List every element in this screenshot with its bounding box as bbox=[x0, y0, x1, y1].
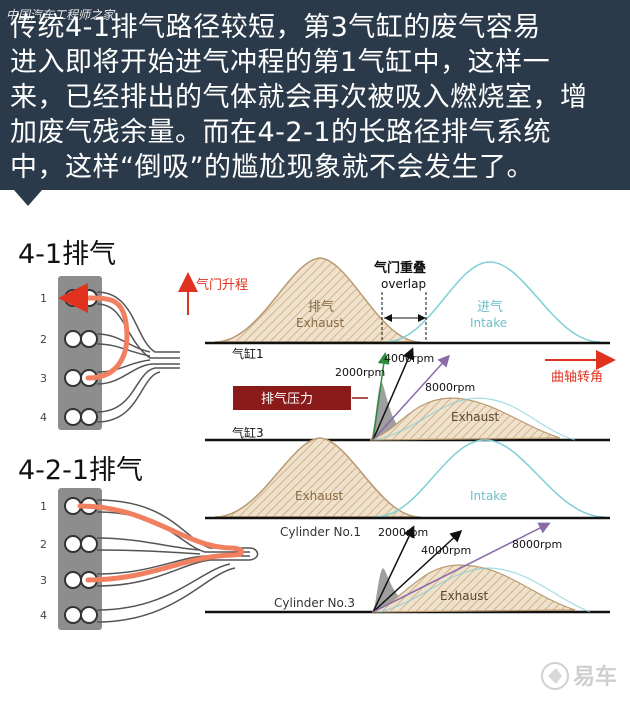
caption-line-2: 进入即将开始进气冲程的第1气缸中，这样一 bbox=[10, 47, 551, 78]
rpm-2000-bottom: 2000rpm bbox=[378, 526, 428, 539]
cyl-num-2-bottom: 2 bbox=[40, 538, 47, 551]
pressure-label: 排气压力 bbox=[261, 391, 313, 407]
pressure-spike-bottom bbox=[372, 568, 415, 612]
rpm-4000-bottom: 4000rpm bbox=[421, 544, 471, 557]
cyl1-label-bottom: Cylinder No.1 bbox=[280, 525, 361, 539]
cyl-num-1-bottom: 1 bbox=[40, 500, 47, 513]
exhaust-label-cn-top: 排气 bbox=[308, 299, 334, 315]
logo-text: 易车 bbox=[573, 664, 617, 690]
caption-line-1: 传统4-1排气路径较短，第3气缸的废气容易 bbox=[10, 12, 541, 43]
exhaust-label-bottom-lower: Exhaust bbox=[440, 589, 489, 603]
caption-line-3: 来，已经排出的气体就会再次被吸入燃烧室，增 bbox=[10, 82, 588, 113]
pressure-label-box bbox=[233, 386, 351, 410]
cyl-num-4-bottom: 4 bbox=[40, 609, 47, 622]
cyl1-label-top: 气缸1 bbox=[232, 346, 264, 361]
overlap-label-en: overlap bbox=[381, 277, 426, 291]
section-title-4-2-1: 4-2-1排气 bbox=[18, 455, 144, 486]
cyl-num-4-top: 4 bbox=[40, 411, 47, 424]
section-title-4-1: 4-1排气 bbox=[18, 239, 117, 270]
intake-lift-curve-bottom bbox=[374, 439, 606, 518]
rpm-2000-top: 2000rpm bbox=[335, 366, 385, 379]
yiche-logo: 易车 bbox=[541, 662, 617, 690]
crank-angle-label: 曲轴转角 bbox=[551, 370, 603, 385]
site-watermark: 中国汽车工程师之家 bbox=[6, 8, 115, 22]
engine-block-4-1 bbox=[58, 276, 180, 430]
exhaust-pulse-top bbox=[369, 397, 561, 441]
cyl3-label-bottom: Cylinder No.3 bbox=[274, 596, 355, 610]
overlap-label-cn: 气门重叠 bbox=[374, 260, 426, 276]
rpm-8000-top: 8000rpm bbox=[425, 381, 475, 394]
intake-label-en-top: Intake bbox=[470, 316, 507, 330]
exhaust-label-en-top: Exhaust bbox=[296, 316, 345, 330]
exhaust-lift-curve bbox=[214, 257, 421, 343]
caption-line-4: 加废气残余量。而在4-2-1的长路径排气系统 bbox=[10, 117, 552, 148]
bottom-valve-chart bbox=[205, 437, 610, 614]
caption-banner: 中国汽车工程师之家 传统4-1排气路径较短，第3气缸的废气容易 进入即将开始进气… bbox=[0, 0, 630, 190]
cyl-num-3-top: 3 bbox=[40, 372, 47, 385]
rpm-8000-bottom: 8000rpm bbox=[512, 538, 562, 551]
exhaust-pulse-bottom bbox=[371, 564, 576, 613]
cyl3-label-top: 气缸3 bbox=[232, 425, 264, 440]
intake-label-en-bottom: Intake bbox=[470, 489, 507, 503]
cyl-num-2-top: 2 bbox=[40, 333, 47, 346]
caption-line-5: 中，这样“倒吸”的尴尬现象就不会发生了。 bbox=[10, 152, 534, 183]
top-valve-chart bbox=[178, 257, 616, 442]
cyl-num-3-bottom: 3 bbox=[40, 574, 47, 587]
engine-block-4-2-1 bbox=[58, 488, 259, 630]
exhaust-lift-curve-bottom bbox=[214, 437, 421, 518]
banner-pointer bbox=[14, 190, 42, 206]
intake-label-cn-top: 进气 bbox=[477, 299, 503, 315]
exhaust-label-top-lower: Exhaust bbox=[451, 410, 500, 424]
rpm-4000-top: 4000rpm bbox=[384, 352, 434, 365]
intake-lift-curve bbox=[384, 261, 601, 343]
cyl-num-1-top: 1 bbox=[40, 292, 47, 305]
valve-lift-label: 气门升程 bbox=[196, 277, 248, 293]
exhaust-label-en-bottom: Exhaust bbox=[295, 489, 344, 503]
